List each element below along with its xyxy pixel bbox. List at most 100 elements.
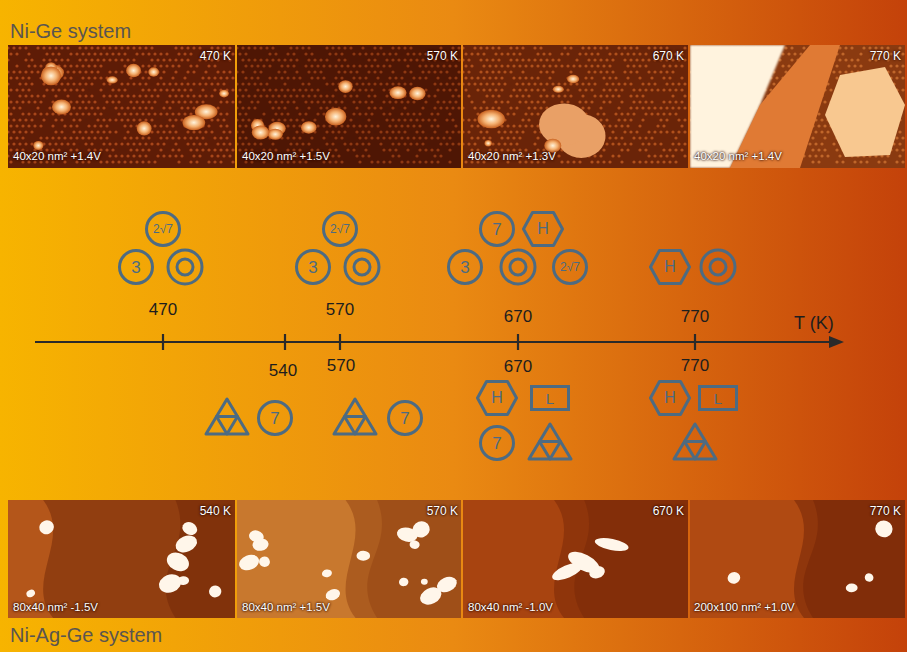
lattice-dot <box>376 52 379 55</box>
lattice-dot <box>39 124 42 127</box>
lattice-dot <box>677 130 680 133</box>
lattice-dot <box>292 76 295 79</box>
lattice-dot <box>162 70 165 73</box>
lattice-dot <box>494 64 497 67</box>
lattice-dot <box>87 124 90 127</box>
lattice-dot <box>500 76 503 79</box>
lattice-dot <box>244 136 247 139</box>
lattice-dot <box>671 82 674 85</box>
lattice-dot <box>482 76 485 79</box>
lattice-dot <box>623 46 626 49</box>
lattice-dot <box>174 94 177 97</box>
lattice-dot <box>186 106 189 109</box>
lattice-dot <box>129 112 132 115</box>
lattice-dot <box>409 142 412 145</box>
lattice-dot <box>292 88 295 91</box>
lattice-dot <box>464 64 467 67</box>
lattice-dot <box>473 142 476 145</box>
lattice-dot <box>403 106 406 109</box>
lattice-dot <box>250 100 253 103</box>
lattice-dot <box>563 82 566 85</box>
lattice-dot <box>30 70 33 73</box>
lattice-dot <box>644 136 647 139</box>
lattice-dot <box>596 64 599 67</box>
lattice-dot <box>680 76 683 79</box>
lattice-dot <box>147 52 150 55</box>
lattice-dot <box>310 100 313 103</box>
lattice-dot <box>433 154 436 157</box>
lattice-dot <box>135 148 138 151</box>
lattice-dot <box>373 82 376 85</box>
lattice-dot <box>358 112 361 115</box>
lattice-dot <box>485 94 488 97</box>
lattice-dot <box>605 82 608 85</box>
cluster <box>137 121 152 135</box>
lattice-dot <box>653 70 656 73</box>
lattice-dot <box>427 94 430 97</box>
lattice-dot <box>659 118 662 121</box>
lattice-dot <box>277 58 280 61</box>
lattice-dot <box>213 136 216 139</box>
lattice-dot <box>99 88 102 91</box>
lattice-dot <box>373 94 376 97</box>
lattice-dot <box>328 64 331 67</box>
lattice-dot <box>138 46 141 49</box>
lattice-dot <box>283 118 286 121</box>
lattice-dot <box>33 64 36 67</box>
lattice-dot <box>397 46 400 49</box>
lattice-dot <box>334 52 337 55</box>
lattice-dot <box>301 142 304 145</box>
cluster <box>33 141 43 150</box>
lattice-dot <box>99 76 102 79</box>
lattice-dot <box>521 46 524 49</box>
lattice-dot <box>244 88 247 91</box>
lattice-dot <box>358 160 361 163</box>
lattice-dot <box>436 148 439 151</box>
lattice-dot <box>524 124 527 127</box>
lattice-dot <box>512 52 515 55</box>
lattice-dot <box>560 100 563 103</box>
lattice-dot <box>301 94 304 97</box>
lattice-dot <box>189 148 192 151</box>
lattice-dot <box>304 100 307 103</box>
lattice-dot <box>57 52 60 55</box>
lattice-dot <box>424 64 427 67</box>
lattice-dot <box>376 76 379 79</box>
lattice-dot <box>24 142 27 145</box>
lattice-dot <box>90 142 93 145</box>
lattice-dot <box>454 124 457 127</box>
lattice-dot <box>213 88 216 91</box>
lattice-dot <box>253 106 256 109</box>
lattice-dot <box>412 52 415 55</box>
lattice-dot <box>494 88 497 91</box>
lattice-dot <box>436 112 439 115</box>
lattice-dot <box>647 106 650 109</box>
lattice-dot <box>385 58 388 61</box>
lattice-dot <box>334 64 337 67</box>
lattice-dot <box>557 58 560 61</box>
lattice-dot <box>147 148 150 151</box>
lattice-dot <box>500 100 503 103</box>
lattice-dot <box>599 106 602 109</box>
lattice-dot <box>536 88 539 91</box>
lattice-dot <box>539 94 542 97</box>
lattice-dot <box>271 106 274 109</box>
lattice-dot <box>219 76 222 79</box>
lattice-dot <box>409 82 412 85</box>
lattice-dot <box>84 46 87 49</box>
lattice-dot <box>250 64 253 67</box>
lattice-dot <box>207 76 210 79</box>
lattice-dot <box>668 100 671 103</box>
lattice-dot <box>494 76 497 79</box>
lattice-dot <box>129 148 132 151</box>
lattice-dot <box>238 100 241 103</box>
lattice-dot <box>298 112 301 115</box>
lattice-dot <box>51 52 54 55</box>
lattice-dot <box>114 46 117 49</box>
lattice-dot <box>506 64 509 67</box>
lattice-dot <box>72 118 75 121</box>
lattice-dot <box>500 52 503 55</box>
lattice-dot <box>322 136 325 139</box>
lattice-dot <box>560 160 563 163</box>
lattice-dot <box>244 112 247 115</box>
